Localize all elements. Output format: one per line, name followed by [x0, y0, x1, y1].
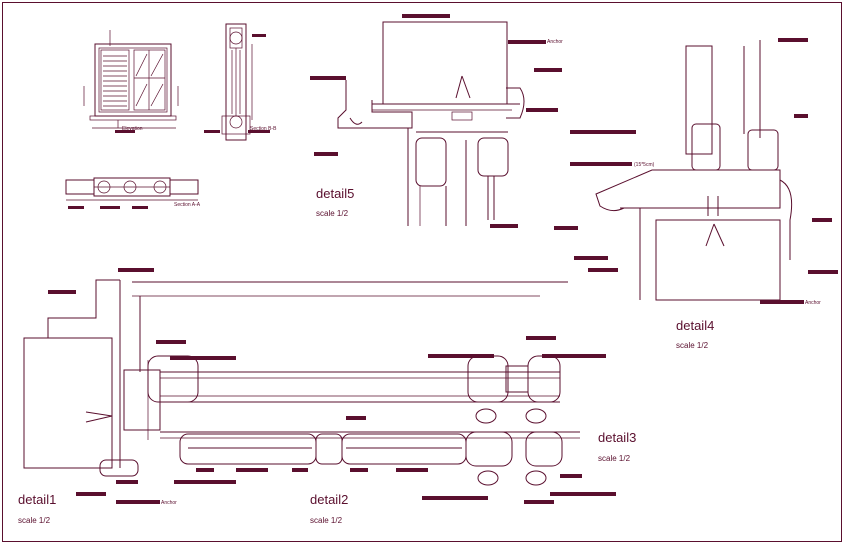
section-aa-view — [65, 177, 199, 201]
svg-text:Anchor: Anchor — [547, 39, 563, 45]
detail3-title: detail3 — [598, 430, 636, 445]
detail1-2-3-drawing — [23, 279, 580, 486]
window-elevation-view — [83, 30, 179, 129]
section-bb-view — [221, 23, 253, 141]
detail5-drawing — [337, 21, 525, 226]
slope-label: (15*5cm) — [634, 162, 655, 168]
elevation-label: Elevation — [122, 126, 143, 132]
detail2-title: detail2 — [310, 492, 348, 507]
detail4-scale: scale 1/2 — [676, 341, 709, 350]
section-bb-label: Section B-B — [250, 126, 277, 132]
detail5-title: detail5 — [316, 186, 354, 201]
detail4-drawing — [595, 40, 793, 301]
anchor-label-detail4: Anchor — [805, 300, 821, 306]
detail5-scale: scale 1/2 — [316, 209, 349, 218]
anchor-label-detail1: Anchor — [161, 500, 177, 506]
detail1-title: detail1 — [18, 492, 56, 507]
detail1-scale: scale 1/2 — [18, 516, 51, 525]
section-aa-label: Section A-A — [174, 202, 201, 208]
detail3-scale: scale 1/2 — [598, 454, 631, 463]
detail2-scale: scale 1/2 — [310, 516, 343, 525]
detail4-title: detail4 — [676, 318, 714, 333]
